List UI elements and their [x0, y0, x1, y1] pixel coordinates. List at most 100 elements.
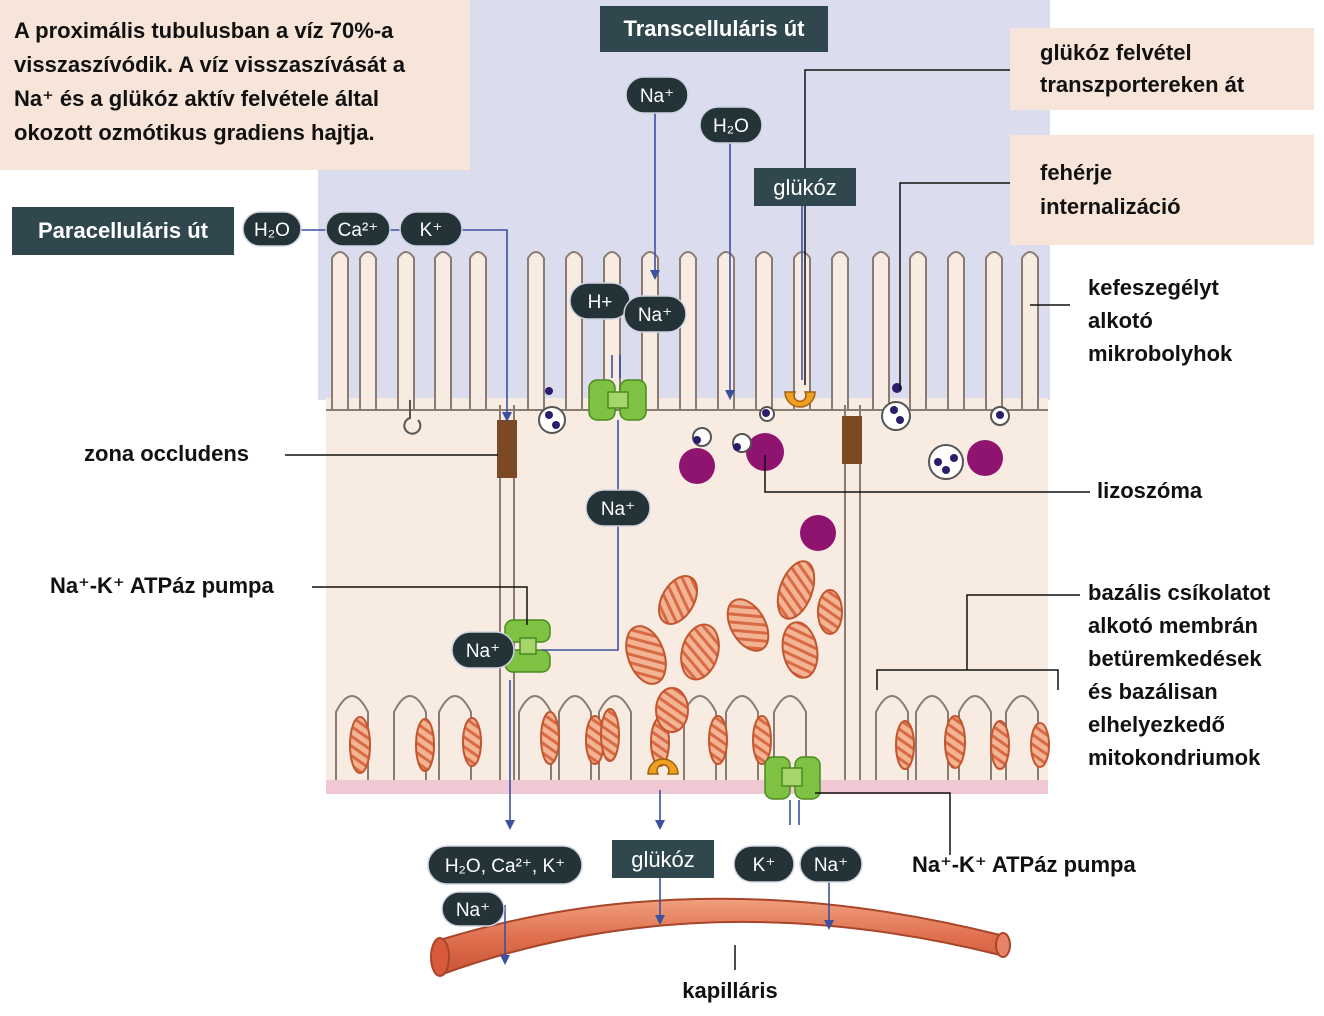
- glucose-transporter-apical: [784, 391, 816, 408]
- ion-label: H₂O: [713, 116, 749, 137]
- mitochondrion: [655, 687, 689, 733]
- basal-line-4: és bazálisan: [1088, 679, 1218, 704]
- mitochondrion: [658, 575, 698, 625]
- transcellular-title: Transcelluláris út: [624, 16, 806, 41]
- lysosomes: [679, 433, 1003, 551]
- ion-pill-blood-na2: Na⁺: [799, 845, 863, 883]
- mitochondrion: [349, 716, 371, 774]
- ion-label: Na⁺: [601, 499, 635, 520]
- glucose-uptake-note: [1010, 28, 1314, 110]
- glucose-basal-label: glükóz: [631, 847, 695, 872]
- ion-pill-pump-na: Na⁺: [451, 631, 515, 669]
- brush-border-line-1: kefeszegélyt: [1088, 275, 1220, 300]
- ion-pill-exch-na: Na⁺: [623, 295, 687, 333]
- mitochondrion: [708, 715, 728, 765]
- ion-label: Na⁺: [456, 900, 490, 921]
- ion-pill-blood-combo: H₂O, Ca²⁺, K⁺: [427, 845, 583, 885]
- mitochondrion: [990, 720, 1010, 770]
- protein-dots: [545, 383, 1004, 474]
- mitochondrion: [680, 623, 720, 681]
- basal-line-3: betüremkedések: [1088, 646, 1262, 671]
- ion-label: Na⁺: [640, 86, 674, 107]
- ion-label: K⁺: [753, 855, 776, 876]
- ion-label: K⁺: [420, 220, 443, 241]
- microvillus: [909, 251, 927, 410]
- mitochondrion: [726, 598, 770, 652]
- microvillus: [331, 251, 349, 410]
- mitochondrion: [895, 720, 915, 770]
- infolding: [1005, 695, 1039, 780]
- na-k-pump-left: [504, 619, 551, 673]
- intro-line-4: okozott ozmótikus gradiens hajtja.: [14, 120, 375, 145]
- microvillus: [755, 251, 773, 410]
- intro-line-3: Na⁺ és a glükóz aktív felvétele által: [14, 86, 379, 111]
- pump-left-label: Na⁺-K⁺ ATPáz pumpa: [50, 573, 274, 598]
- microvillus: [397, 251, 415, 410]
- glucose-apical-label: glükóz: [773, 175, 837, 200]
- capillary-vessel: [430, 897, 1011, 977]
- ion-pill-exch-h: H+: [569, 282, 631, 320]
- ion-pill-cyto-na: Na⁺: [585, 489, 651, 527]
- basal-line-2: alkotó membrán: [1088, 613, 1258, 638]
- intro-note: [0, 0, 470, 170]
- intro-line-1: A proximális tubulusban a víz 70%-a: [14, 18, 394, 43]
- na-k-pump-right: [764, 756, 821, 800]
- mitochondrion: [625, 625, 667, 685]
- na-h-exchanger: [588, 379, 647, 421]
- microvillus: [872, 251, 890, 410]
- ion-label: H₂O: [254, 220, 290, 241]
- microvillus: [434, 251, 452, 410]
- infolding: [958, 695, 992, 780]
- protein-line-2: internalizáció: [1040, 194, 1181, 219]
- infolding: [558, 695, 592, 780]
- infolding: [915, 695, 949, 780]
- mitochondrion: [776, 560, 816, 620]
- microvillus: [717, 251, 735, 410]
- microvillus: [831, 251, 849, 410]
- arrow-heads: [500, 270, 834, 965]
- paracellular-title: Paracelluláris út: [38, 218, 209, 243]
- pump-right-label: Na⁺-K⁺ ATPáz pumpa: [912, 852, 1136, 877]
- ion-label: Na⁺: [638, 305, 672, 326]
- ion-label: H+: [588, 292, 613, 313]
- microvillus: [565, 251, 583, 410]
- brush-border-line-3: mikrobolyhok: [1088, 341, 1233, 366]
- mitochondrion: [817, 589, 843, 635]
- paracellular-header: [12, 207, 234, 255]
- microvillus: [947, 251, 965, 410]
- glucose-box-basal: [612, 840, 714, 878]
- zona-occludens: [497, 416, 862, 478]
- ion-label: Na⁺: [814, 855, 848, 876]
- microvillus: [679, 251, 697, 410]
- ion-pill-para-h2o: H₂O: [242, 211, 302, 247]
- transcellular-header: [600, 6, 828, 52]
- pathway-arrows: [292, 105, 830, 960]
- glucose-uptake-line-1: glükóz felvétel: [1040, 40, 1192, 65]
- mitochondrion: [1030, 722, 1050, 768]
- glucose-box-apical: [754, 168, 856, 206]
- microvillus: [359, 251, 377, 410]
- mitochondrion: [415, 718, 435, 772]
- microvillus: [469, 251, 487, 410]
- microvillus: [1021, 251, 1039, 410]
- ion-pill-apical-na: Na⁺: [625, 76, 689, 114]
- ion-pill-para-ca: Ca²⁺: [325, 211, 391, 247]
- intro-line-2: visszaszívódik. A víz visszaszívását a: [14, 52, 406, 77]
- ion-pill-blood-na: Na⁺: [441, 891, 505, 927]
- capillary-label: kapilláris: [682, 978, 777, 1003]
- ion-label: Ca²⁺: [338, 220, 379, 241]
- basal-line-6: mitokondriumok: [1088, 745, 1261, 770]
- microvillus: [985, 251, 1003, 410]
- mitochondrion: [540, 711, 560, 765]
- lysosome-label: lizoszóma: [1097, 478, 1203, 503]
- leader-lines: [285, 69, 1090, 970]
- protein-line-1: fehérje: [1040, 160, 1112, 185]
- glucose-transporter-basal: [647, 758, 679, 775]
- mitochondrion: [944, 715, 966, 769]
- infolding: [438, 695, 472, 780]
- mitochondria: [349, 560, 1050, 774]
- glucose-uptake-line-2: transzportereken át: [1040, 72, 1245, 97]
- ion-pill-apical-h2o: H₂O: [699, 106, 763, 144]
- mitochondrion: [462, 717, 482, 767]
- mitochondrion: [600, 708, 620, 762]
